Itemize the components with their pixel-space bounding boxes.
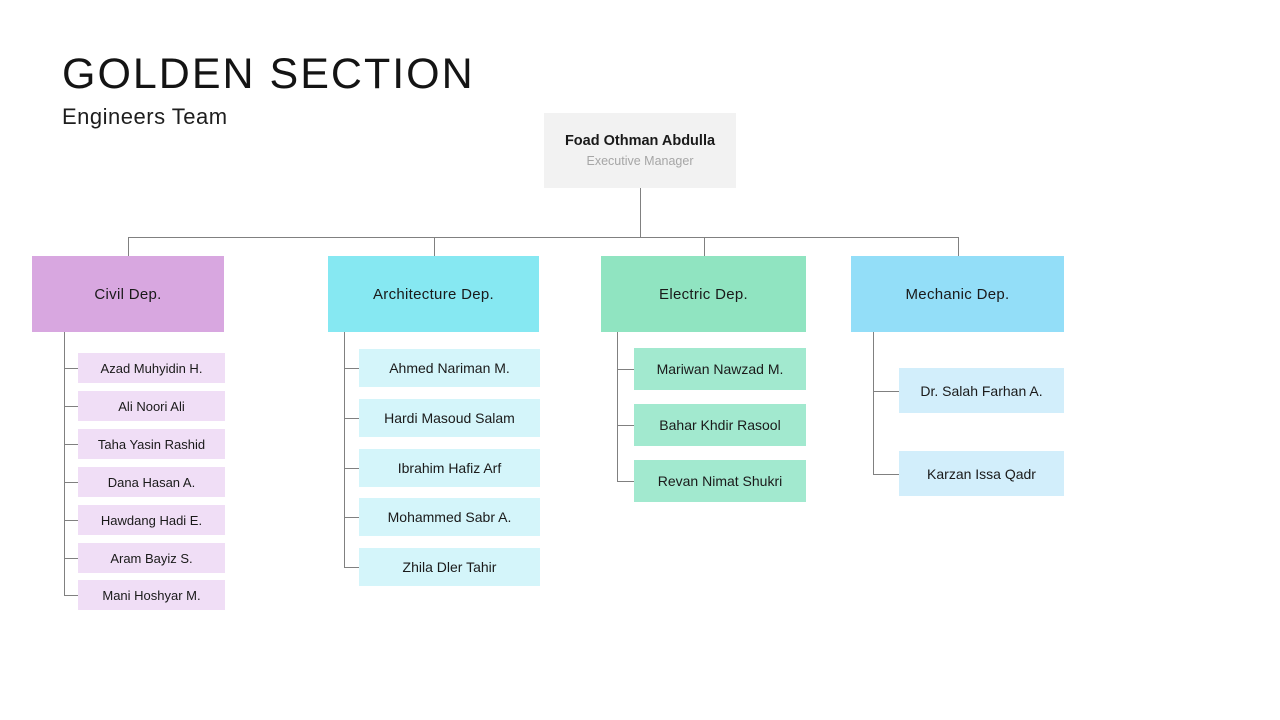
member-label: Bahar Khdir Rasool: [659, 417, 781, 433]
connector-line: [128, 237, 129, 256]
member-box-civil-3[interactable]: Dana Hasan A.: [78, 467, 225, 497]
member-box-civil-1[interactable]: Ali Noori Ali: [78, 391, 225, 421]
connector-line: [617, 369, 634, 370]
member-label: Zhila Dler Tahir: [402, 559, 497, 575]
member-box-electric-1[interactable]: Bahar Khdir Rasool: [634, 404, 806, 446]
connector-line: [64, 406, 78, 407]
dept-box-civil[interactable]: Civil Dep.: [32, 256, 224, 332]
member-box-electric-2[interactable]: Revan Nimat Shukri: [634, 460, 806, 502]
member-label: Revan Nimat Shukri: [657, 473, 783, 489]
connector-line: [617, 332, 618, 481]
member-label: Aram Bayiz S.: [110, 550, 193, 566]
connector-line: [957, 237, 959, 256]
member-label: Karzan Issa Qadr: [927, 465, 1036, 482]
connector-line: [64, 558, 78, 559]
dept-box-architecture[interactable]: Architecture Dep.: [328, 256, 539, 332]
dept-box-mechanic[interactable]: Mechanic Dep.: [851, 256, 1064, 332]
member-box-civil-0[interactable]: Azad Muhyidin H.: [78, 353, 225, 383]
dept-box-electric[interactable]: Electric Dep.: [601, 256, 806, 332]
connector-line: [64, 368, 78, 369]
member-label: Ibrahim Hafiz Arf: [397, 460, 502, 476]
dept-label: Electric Dep.: [659, 285, 748, 303]
member-box-architecture-3[interactable]: Mohammed Sabr A.: [359, 498, 540, 536]
member-label: Ahmed Nariman M.: [389, 360, 510, 376]
member-box-civil-6[interactable]: Mani Hoshyar M.: [78, 580, 225, 610]
member-label: Azad Muhyidin H.: [100, 360, 203, 376]
member-box-civil-4[interactable]: Hawdang Hadi E.: [78, 505, 225, 535]
connector-line: [64, 520, 78, 521]
connector-line: [617, 481, 634, 482]
executive-role: Executive Manager: [586, 154, 694, 168]
connector-line: [873, 391, 899, 392]
connector-line: [64, 332, 65, 596]
member-label: Taha Yasin Rashid: [97, 436, 206, 452]
member-box-architecture-0[interactable]: Ahmed Nariman M.: [359, 349, 540, 387]
connector-line: [128, 237, 958, 238]
connector-line: [344, 567, 359, 568]
executive-box[interactable]: Foad Othman Abdulla Executive Manager: [544, 113, 736, 188]
member-box-civil-2[interactable]: Taha Yasin Rashid: [78, 429, 225, 459]
connector-line: [344, 368, 359, 369]
connector-line: [64, 482, 78, 483]
member-box-architecture-2[interactable]: Ibrahim Hafiz Arf: [359, 449, 540, 487]
member-box-mechanic-1[interactable]: Karzan Issa Qadr: [899, 451, 1064, 496]
connector-line: [873, 474, 899, 475]
dept-label: Civil Dep.: [94, 285, 162, 303]
connector-line: [617, 425, 634, 426]
member-label: Hawdang Hadi E.: [100, 512, 203, 528]
connector-line: [344, 517, 359, 518]
member-label: Mohammed Sabr A.: [387, 509, 512, 525]
connector-line: [344, 418, 359, 419]
member-box-architecture-1[interactable]: Hardi Masoud Salam: [359, 399, 540, 437]
member-box-mechanic-0[interactable]: Dr. Salah Farhan A.: [899, 368, 1064, 413]
member-label: Hardi Masoud Salam: [384, 410, 515, 426]
connector-line: [873, 332, 874, 474]
member-label: Mani Hoshyar M.: [102, 587, 201, 603]
connector-line: [344, 332, 345, 568]
member-label: Ali Noori Ali: [118, 398, 185, 414]
member-box-civil-5[interactable]: Aram Bayiz S.: [78, 543, 225, 573]
member-label: Dr. Salah Farhan A.: [920, 382, 1043, 399]
connector-line: [64, 444, 78, 445]
member-label: Dana Hasan A.: [107, 474, 196, 490]
connector-line: [64, 595, 78, 596]
connector-line: [433, 237, 435, 256]
page-title: GOLDEN SECTION: [62, 50, 475, 98]
member-label: Mariwan Nawzad M.: [656, 361, 784, 377]
connector-line: [703, 237, 705, 256]
dept-label: Mechanic Dep.: [905, 285, 1010, 303]
dept-label: Architecture Dep.: [373, 285, 494, 303]
connector-line: [344, 468, 359, 469]
member-box-architecture-4[interactable]: Zhila Dler Tahir: [359, 548, 540, 586]
member-box-electric-0[interactable]: Mariwan Nawzad M.: [634, 348, 806, 390]
connector-line: [640, 188, 641, 237]
executive-name: Foad Othman Abdulla: [564, 133, 716, 149]
page-subtitle: Engineers Team: [62, 104, 228, 129]
